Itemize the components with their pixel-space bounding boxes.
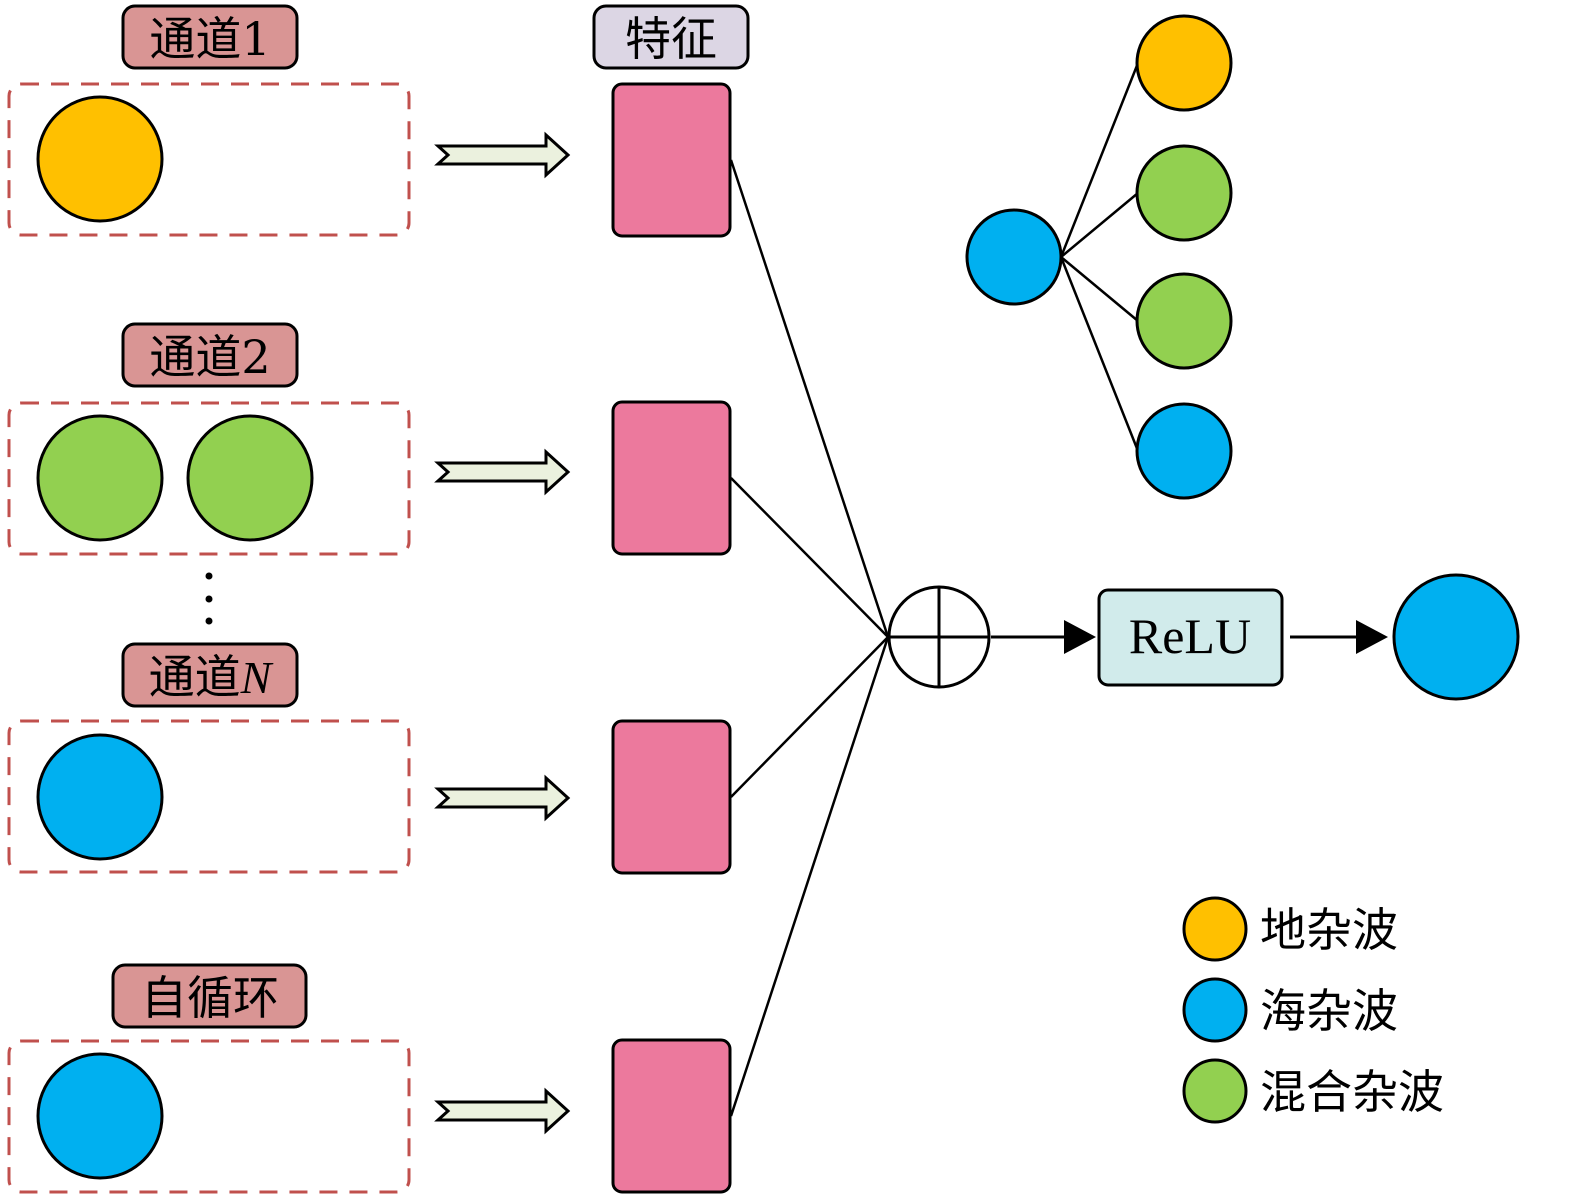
legend-label-ground: 地杂波 (1260, 903, 1398, 957)
feature-label-box (592, 4, 750, 70)
block-arrow-1 (434, 131, 571, 179)
edge-feature-1-to-sum (729, 159, 890, 638)
graph-neighbor-node-ground (1135, 14, 1233, 112)
edge-feature-n-to-sum (730, 636, 889, 798)
legend-label-mixed: 混合杂波 (1260, 1065, 1444, 1119)
channel-n-label: 通道N (149, 650, 274, 704)
channel-2-group: 通道2 (7, 322, 411, 556)
legend-swatch-mixed (1182, 1058, 1248, 1124)
graph-edge (1060, 256, 1139, 322)
ellipsis-dot (205, 617, 213, 625)
channel-2-label: 通道2 (149, 330, 270, 384)
channel-2-dashed-box (7, 401, 411, 556)
block-arrow-self (434, 1087, 571, 1135)
channel-n-node-sea (36, 733, 164, 861)
self-loop-label: 自循环 (141, 971, 279, 1025)
graph-edge (1059, 62, 1140, 258)
self-loop-node-sea (36, 1052, 164, 1180)
channel-1-label: 通道1 (149, 12, 270, 66)
feature-blocks (611, 82, 732, 1194)
arrowhead-relu-to-output (1356, 620, 1388, 654)
legend-item-ground: 地杂波 (1182, 896, 1398, 962)
graph-edge (1060, 192, 1139, 258)
feature-label: 特征 (625, 12, 717, 66)
legend-item-sea: 海杂波 (1182, 977, 1398, 1043)
channel-1-dashed-box (7, 82, 411, 237)
output-node-sea (1392, 573, 1520, 701)
feature-block-1 (611, 82, 732, 238)
channel-n-group: 通道N (7, 642, 411, 874)
channel-2-node-mixed-b (186, 414, 314, 542)
vertical-ellipsis (205, 572, 213, 625)
feature-block-2 (611, 400, 732, 556)
graph-center-node-sea (965, 208, 1063, 306)
channel-1-node-ground (36, 95, 164, 223)
channel-2-node-mixed-a (36, 414, 164, 542)
block-arrow-2 (434, 448, 571, 496)
ellipsis-dot (205, 572, 213, 580)
channel-n-label-box (121, 642, 299, 708)
edge-feature-2-to-sum (730, 477, 889, 638)
graph-edge (1059, 256, 1140, 452)
ellipsis-dot (205, 595, 213, 603)
relu-box (1097, 588, 1284, 687)
arrowhead-sum-to-relu (1064, 620, 1096, 654)
legend-label-sea: 海杂波 (1260, 984, 1398, 1038)
block-arrows (434, 131, 571, 1135)
legend: 地杂波 海杂波 混合杂波 (1182, 896, 1444, 1124)
edge-feature-self-to-sum (729, 636, 890, 1117)
self-loop-dashed-box (7, 1039, 411, 1194)
block-arrow-n (434, 774, 571, 822)
feature-block-self (611, 1038, 732, 1194)
channel-n-label-var: N (240, 652, 274, 703)
channel-n-label-prefix: 通道 (149, 650, 241, 704)
channel-2-label-box (121, 322, 299, 388)
channel-1-group: 通道1 (7, 4, 411, 237)
legend-swatch-sea (1182, 977, 1248, 1043)
self-loop-group: 自循环 (7, 963, 411, 1194)
graph-neighbor-node-mixed (1135, 144, 1233, 242)
relu-label: ReLU (1129, 608, 1251, 664)
self-loop-label-box (111, 963, 308, 1029)
legend-swatch-ground (1182, 896, 1248, 962)
graph-illustration (965, 14, 1233, 500)
legend-item-mixed: 混合杂波 (1182, 1058, 1444, 1124)
channel-1-label-box (121, 4, 299, 70)
feature-block-n (611, 719, 732, 875)
graph-neighbor-node-mixed (1135, 272, 1233, 370)
graph-neighbor-node-sea (1135, 402, 1233, 500)
sum-node (887, 585, 991, 689)
channel-n-dashed-box (7, 719, 411, 874)
aggregation-lines (729, 159, 890, 1117)
